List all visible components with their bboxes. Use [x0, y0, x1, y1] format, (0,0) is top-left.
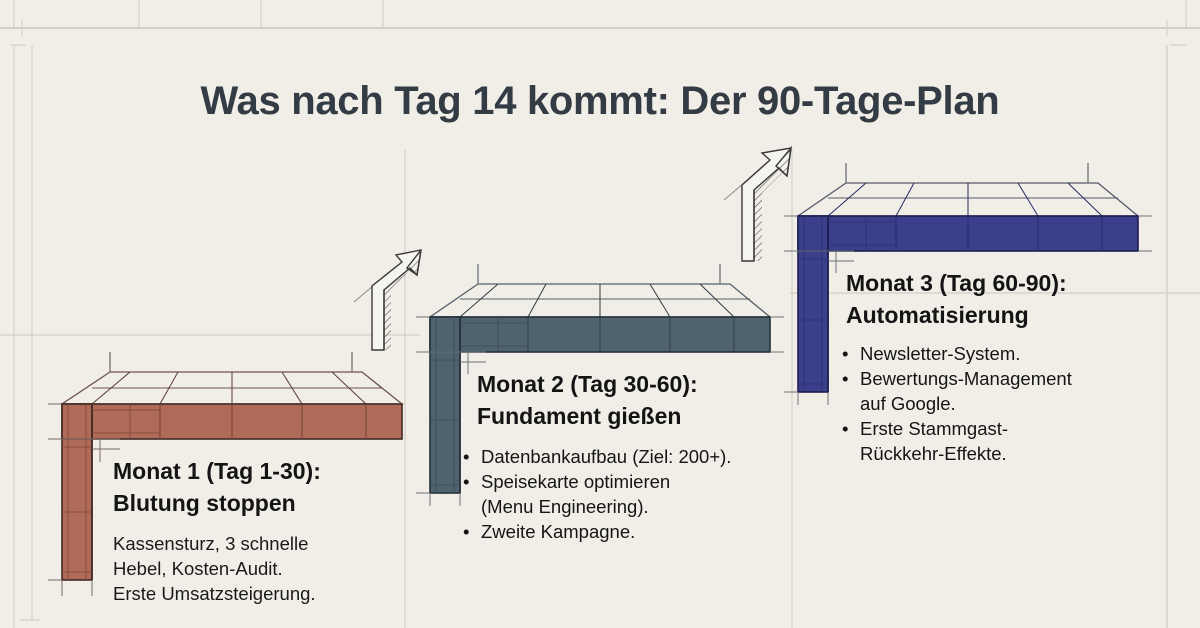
- stage-1-heading-line1: Monat 1 (Tag 1-30):: [113, 458, 321, 484]
- stage-3-bullets: Newsletter-System. Bewertungs-Management…: [842, 341, 1166, 466]
- bullet-item: Newsletter-System.: [842, 341, 1166, 366]
- stage-2-heading: Monat 2 (Tag 30-60): Fundament gießen: [477, 368, 797, 432]
- bullet-item: Erste Stammgast-Rückkehr-Effekte.: [842, 416, 1166, 466]
- stage-2-beam: [416, 264, 784, 506]
- stage-1-heading-line2: Blutung stoppen: [113, 490, 296, 516]
- bullet-item: Speisekarte optimieren(Menu Engineering)…: [463, 469, 797, 519]
- stage-1-body-line: Hebel, Kosten-Audit.: [113, 558, 283, 579]
- stage-1-beam: [48, 352, 404, 596]
- bullet-item: Zweite Kampagne.: [463, 519, 797, 544]
- bullet-item: Datenbankaufbau (Ziel: 200+).: [463, 444, 797, 469]
- stage-2-heading-line2: Fundament gießen: [477, 403, 682, 429]
- stage-3-heading-line2: Automatisierung: [846, 302, 1029, 328]
- stage-2-text: Monat 2 (Tag 30-60): Fundament gießen Da…: [463, 368, 797, 544]
- stage-2-heading-line1: Monat 2 (Tag 30-60):: [477, 371, 698, 397]
- stage-1-text: Monat 1 (Tag 1-30): Blutung stoppen Kass…: [113, 455, 393, 606]
- growth-arrow-2-icon: [723, 145, 793, 262]
- stage-1-heading: Monat 1 (Tag 1-30): Blutung stoppen: [113, 455, 393, 519]
- growth-arrow-1-icon: [353, 249, 422, 351]
- stage-3-text: Monat 3 (Tag 60-90): Automatisierung New…: [842, 267, 1166, 466]
- stage-3-beam: [784, 163, 1152, 405]
- stage-1-body-line: Kassensturz, 3 schnelle: [113, 533, 309, 554]
- page-title: Was nach Tag 14 kommt: Der 90-Tage-Plan: [200, 78, 1000, 123]
- stage-2-bullets: Datenbankaufbau (Ziel: 200+). Speisekart…: [463, 444, 797, 544]
- stage-3-heading: Monat 3 (Tag 60-90): Automatisierung: [846, 267, 1166, 331]
- stage-3-heading-line1: Monat 3 (Tag 60-90):: [846, 270, 1067, 296]
- stage-1-body-line: Erste Umsatzsteigerung.: [113, 583, 316, 604]
- stage-1-body: Kassensturz, 3 schnelle Hebel, Kosten-Au…: [113, 531, 393, 606]
